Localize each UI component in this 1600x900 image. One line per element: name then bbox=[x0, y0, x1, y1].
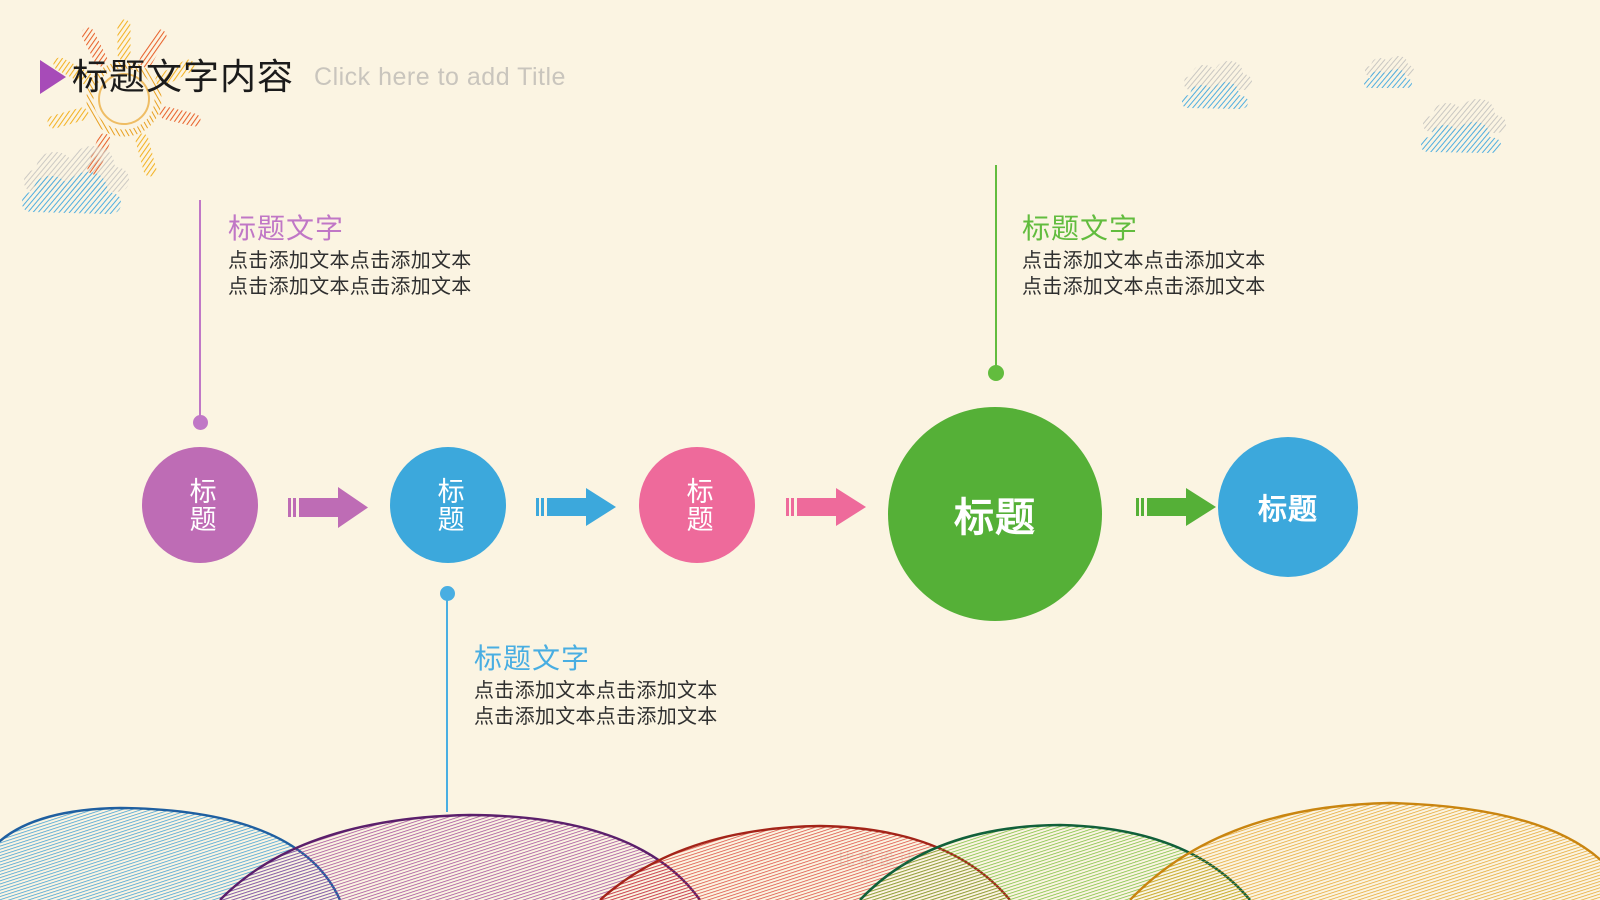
flow-node-label: 标题 bbox=[185, 477, 216, 533]
page-subtitle: Click here to add Title bbox=[314, 62, 566, 91]
callout-body-line: 点击添加文本点击添加文本 bbox=[1022, 250, 1266, 272]
callout-body-line: 点击添加文本点击添加文本 bbox=[228, 250, 472, 272]
flow-node-label: 标题 bbox=[682, 477, 713, 533]
callout-body-line: 点击添加文本点击添加文本 bbox=[474, 706, 718, 728]
triangle-right-icon bbox=[40, 60, 66, 94]
flow-arrow-3 bbox=[786, 488, 866, 526]
callout-title: 标题文字 bbox=[474, 643, 591, 674]
page-title: 标题文字内容 bbox=[72, 56, 295, 97]
callout-block-2[interactable]: 标题文字 点击添加文本点击添加文本 点击添加文本点击添加文本 bbox=[1022, 212, 1266, 300]
callout-block-3[interactable]: 标题文字 点击添加文本点击添加文本 点击添加文本点击添加文本 bbox=[474, 642, 718, 730]
flow-arrow-2 bbox=[536, 488, 616, 526]
flow-node-1[interactable]: 标题 bbox=[142, 447, 258, 563]
callout-block-1[interactable]: 标题文字 点击添加文本点击添加文本 点击添加文本点击添加文本 bbox=[228, 212, 472, 300]
connector-line bbox=[446, 594, 448, 812]
callout-title: 标题文字 bbox=[1022, 213, 1139, 244]
callout-body-line: 点击添加文本点击添加文本 bbox=[1022, 276, 1266, 298]
flow-arrow-4 bbox=[1136, 488, 1216, 526]
callout-title: 标题文字 bbox=[228, 213, 345, 244]
callout-body-line: 点击添加文本点击添加文本 bbox=[474, 680, 718, 702]
connector-dot bbox=[440, 586, 455, 601]
flow-arrow-1 bbox=[288, 487, 368, 528]
flow-node-5[interactable]: 标题 bbox=[1218, 437, 1358, 577]
flow-node-label: 标题 bbox=[954, 496, 1036, 540]
connector-line bbox=[199, 200, 201, 422]
connector-dot bbox=[988, 365, 1004, 381]
connector-line bbox=[995, 165, 997, 371]
callout-body-line: 点击添加文本点击添加文本 bbox=[228, 276, 472, 298]
page-header: 标题文字内容 Click here to add Title bbox=[40, 48, 566, 106]
flow-node-2[interactable]: 标题 bbox=[390, 447, 506, 563]
flow-node-label: 标题 bbox=[433, 477, 464, 533]
flow-node-3[interactable]: 标题 bbox=[639, 447, 755, 563]
connector-dot bbox=[193, 415, 208, 430]
flow-node-label: 标题 bbox=[1257, 494, 1318, 526]
flow-node-4[interactable]: 标题 bbox=[888, 407, 1102, 621]
